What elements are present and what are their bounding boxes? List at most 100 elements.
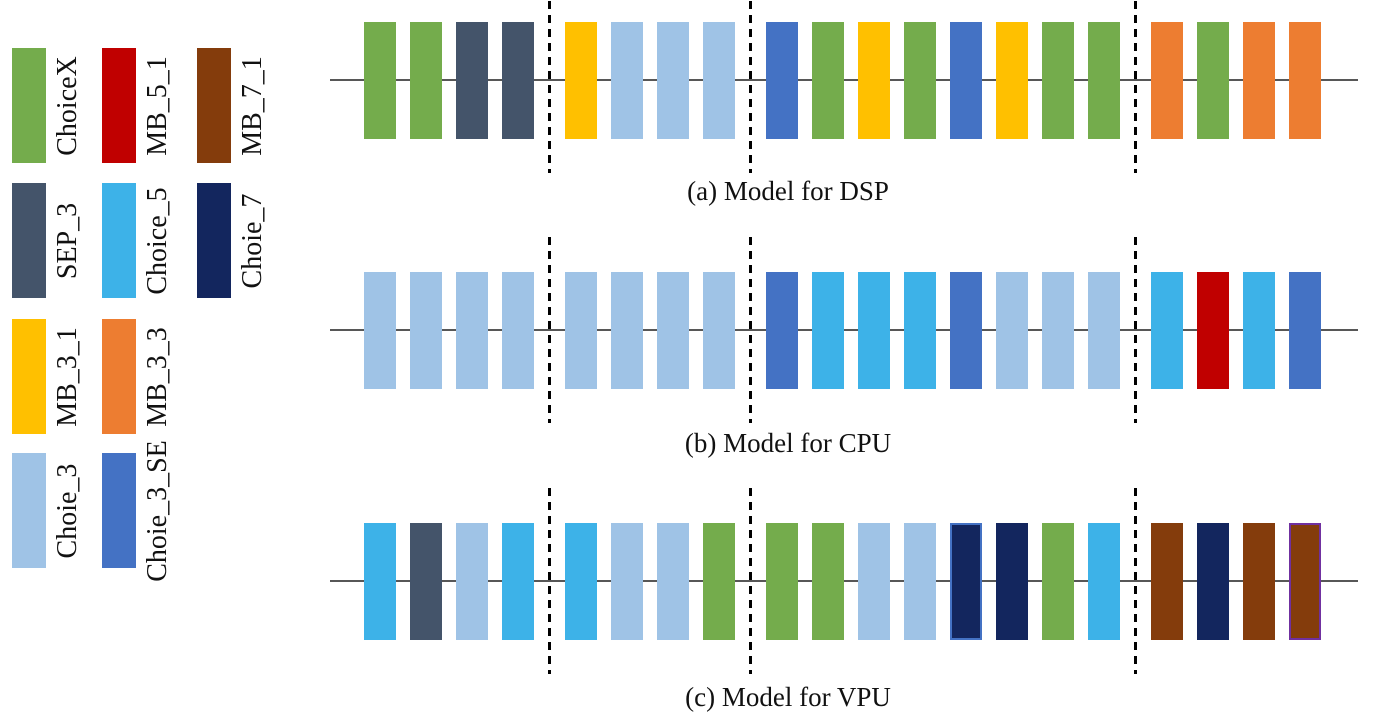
op-block-MB_5_1 — [1197, 271, 1229, 389]
op-block-Choie_3 — [456, 522, 488, 640]
model-caption: (a) Model for DSP — [687, 176, 889, 206]
legend-label-text: Choie_7 — [237, 193, 268, 288]
op-block-Choie_3 — [996, 271, 1028, 389]
stage-separator — [548, 488, 551, 674]
op-block-Choie_3_SE — [950, 21, 982, 139]
op-block-Choie_3 — [565, 271, 597, 389]
legend-item-ChoiceX: ChoiceX — [12, 48, 90, 163]
op-block-Choie_3_SE — [950, 271, 982, 389]
legend-item-Choie_3: Choie_3 — [12, 453, 90, 568]
op-block-Choie_3 — [456, 271, 488, 389]
legend-item-SEP_3: SEP_3 — [12, 183, 90, 298]
op-block-Choie_3 — [1042, 271, 1074, 389]
legend-label-text: MB_7_1 — [237, 55, 268, 156]
op-block-ChoiceX — [812, 522, 844, 640]
op-block-Choice_5 — [1088, 522, 1120, 640]
legend-label: Choie_3_SE — [136, 440, 180, 582]
model-caption: (b) Model for CPU — [684, 428, 892, 458]
op-block-ChoiceX — [364, 21, 396, 139]
legend-swatch-MB_7_1 — [197, 48, 231, 163]
op-block-Choie_7 — [1197, 522, 1229, 640]
legend-label: Choice_5 — [136, 183, 180, 298]
legend-item-Choie_3_SE: Choie_3_SE — [102, 440, 180, 582]
block-sequence — [330, 235, 1321, 425]
op-block-Choie_7 — [950, 522, 982, 640]
legend-swatch-Choie_7 — [197, 183, 231, 298]
legend-item-MB_3_1: MB_3_1 — [12, 319, 90, 434]
legend-label: MB_3_3 — [136, 319, 180, 434]
stage-separator — [1134, 488, 1137, 674]
op-block-ChoiceX — [1088, 21, 1120, 139]
model-caption: (c) Model for VPU — [685, 682, 891, 712]
op-block-Choie_3 — [502, 271, 534, 389]
op-block-Choice_5 — [858, 271, 890, 389]
block-sequence — [330, 486, 1321, 676]
legend-item-MB_3_3: MB_3_3 — [102, 319, 180, 434]
baseline — [330, 580, 1358, 582]
op-block-ChoiceX — [1042, 522, 1074, 640]
op-block-MB_3_3 — [1289, 21, 1321, 139]
legend-label: MB_5_1 — [136, 48, 180, 163]
op-block-MB_3_3 — [1151, 21, 1183, 139]
op-block-Choie_3 — [904, 522, 936, 640]
op-block-Choie_3_SE — [766, 271, 798, 389]
legend-swatch-Choie_3 — [12, 453, 46, 568]
legend-label: MB_3_1 — [46, 319, 90, 434]
op-block-MB_3_3 — [1243, 21, 1275, 139]
stage-separator — [1134, 0, 1137, 173]
op-block-Choice_5 — [502, 522, 534, 640]
op-block-Choie_3 — [657, 271, 689, 389]
legend-item-Choie_7: Choie_7 — [197, 183, 275, 298]
legend-item-MB_7_1: MB_7_1 — [197, 48, 275, 163]
legend-label: MB_7_1 — [231, 48, 275, 163]
op-block-SEP_3 — [502, 21, 534, 139]
op-block-ChoiceX — [1197, 21, 1229, 139]
op-block-Choie_7 — [996, 522, 1028, 640]
op-block-ChoiceX — [410, 21, 442, 139]
legend-swatch-MB_3_1 — [12, 319, 46, 434]
legend-swatch-MB_5_1 — [102, 48, 136, 163]
op-block-Choie_3_SE — [766, 21, 798, 139]
op-block-Choie_3 — [364, 271, 396, 389]
op-block-ChoiceX — [904, 21, 936, 139]
legend-swatch-SEP_3 — [12, 183, 46, 298]
op-block-Choice_5 — [1243, 271, 1275, 389]
legend-swatch-Choice_5 — [102, 183, 136, 298]
op-block-ChoiceX — [1042, 21, 1074, 139]
op-block-Choice_5 — [812, 271, 844, 389]
op-block-Choie_3 — [410, 271, 442, 389]
op-block-Choie_3 — [858, 522, 890, 640]
op-block-Choie_3 — [703, 21, 735, 139]
legend-label-text: MB_5_1 — [142, 55, 173, 156]
op-block-Choie_3 — [657, 522, 689, 640]
op-block-Choie_3 — [1088, 271, 1120, 389]
stage-separator — [749, 488, 752, 674]
legend-label: SEP_3 — [46, 183, 90, 298]
stage-separator — [1134, 237, 1137, 423]
block-sequence — [330, 0, 1321, 175]
legend-label-text: Choie_3 — [52, 463, 83, 558]
op-block-MB_3_1 — [858, 21, 890, 139]
legend-label: ChoiceX — [46, 48, 90, 163]
stage-separator — [548, 0, 551, 173]
model-row-0 — [330, 0, 1362, 175]
op-block-MB_7_1 — [1243, 522, 1275, 640]
legend-label: Choie_3 — [46, 453, 90, 568]
op-block-Choie_3_SE — [1289, 271, 1321, 389]
op-block-Choice_5 — [1151, 271, 1183, 389]
legend-label-text: MB_3_3 — [142, 326, 173, 427]
legend-item-MB_5_1: MB_5_1 — [102, 48, 180, 163]
op-block-Choice_5 — [904, 271, 936, 389]
baseline — [330, 79, 1358, 81]
op-block-MB_7_1 — [1289, 522, 1321, 640]
legend-label-text: ChoiceX — [52, 55, 83, 156]
legend-label-text: SEP_3 — [52, 202, 83, 279]
stage-separator — [548, 237, 551, 423]
op-block-Choice_5 — [565, 522, 597, 640]
op-block-Choie_3 — [611, 522, 643, 640]
legend-swatch-MB_3_3 — [102, 319, 136, 434]
op-block-SEP_3 — [456, 21, 488, 139]
baseline — [330, 329, 1358, 331]
op-block-MB_3_1 — [996, 21, 1028, 139]
